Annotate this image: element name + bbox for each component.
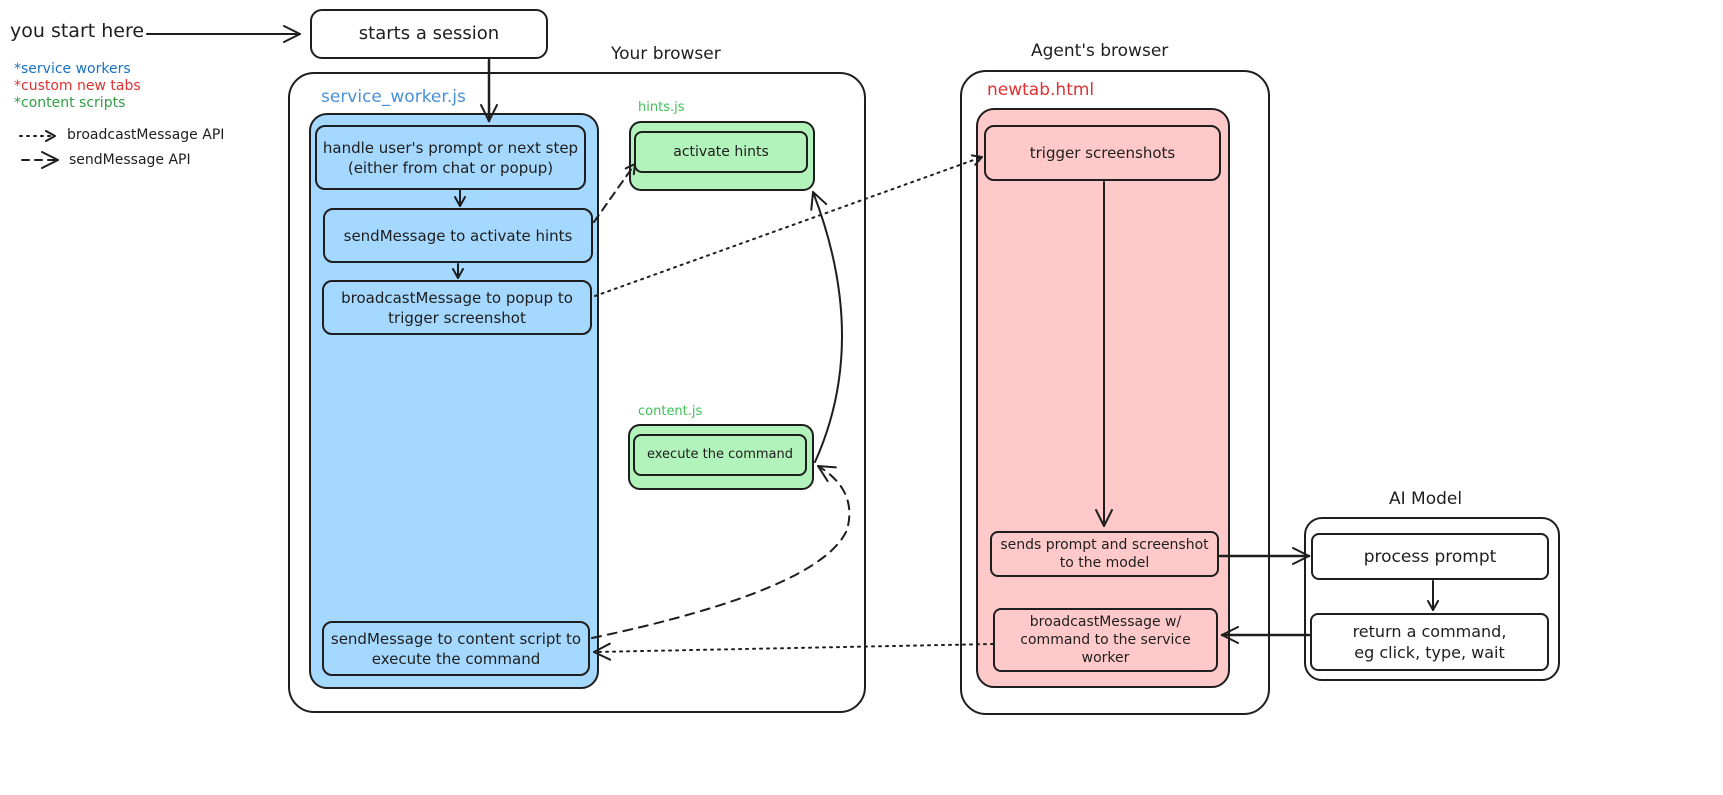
broadcast-command-line3: worker	[1081, 650, 1130, 666]
send-activate-hints-box: sendMessage to activate hints	[323, 208, 593, 263]
service-worker-panel	[309, 113, 599, 689]
starts-session-text: starts a session	[358, 23, 500, 44]
send-content-line1: sendMessage to content script to	[330, 629, 582, 648]
broadcast-command-line2: command to the service	[1020, 632, 1191, 648]
sends-prompt-line1: sends prompt and screenshot	[1000, 537, 1209, 553]
process-prompt-box: process prompt	[1311, 533, 1549, 580]
return-command-line1: return a command,	[1352, 622, 1507, 641]
process-prompt-text: process prompt	[1363, 546, 1497, 567]
ai-model-title: AI Model	[1389, 489, 1463, 509]
starts-session-box: starts a session	[310, 9, 548, 59]
activate-hints-box: activate hints	[634, 131, 808, 173]
content-js-label: content.js	[638, 404, 703, 419]
hints-js-label: hints.js	[638, 100, 685, 115]
legend-broadcast-api: broadcastMessage API	[67, 127, 225, 143]
agent-browser-container	[960, 70, 1270, 715]
legend-send-api: sendMessage API	[69, 152, 191, 168]
broadcast-command-box: broadcastMessage w/ command to the servi…	[993, 608, 1218, 672]
agent-browser-title: Agent's browser	[1031, 41, 1169, 61]
broadcast-popup-line1: broadcastMessage to popup to	[341, 288, 573, 307]
broadcast-popup-box: broadcastMessage to popup to trigger scr…	[322, 280, 592, 335]
broadcast-popup-line2: trigger screenshot	[388, 308, 526, 327]
handle-prompt-box: handle user's prompt or next step (eithe…	[315, 125, 586, 190]
activate-hints-text: activate hints	[673, 144, 769, 160]
sends-prompt-line2: to the model	[1059, 555, 1150, 571]
return-command-box: return a command, eg click, type, wait	[1310, 613, 1549, 671]
send-content-script-box: sendMessage to content script to execute…	[322, 621, 590, 676]
trigger-screenshots-text: trigger screenshots	[1029, 144, 1176, 162]
legend-service-workers: *service workers	[14, 61, 131, 77]
trigger-screenshots-box: trigger screenshots	[984, 125, 1221, 181]
newtab-label: newtab.html	[987, 80, 1095, 100]
send-activate-hints-text: sendMessage to activate hints	[343, 226, 573, 245]
newtab-panel	[976, 108, 1230, 688]
execute-command-box: execute the command	[633, 434, 807, 476]
broadcast-command-line1: broadcastMessage w/	[1029, 614, 1182, 630]
handle-prompt-line1: handle user's prompt or next step	[322, 138, 579, 157]
legend-content-scripts: *content scripts	[14, 95, 126, 111]
send-content-line2: execute the command	[371, 649, 541, 668]
you-start-here-label: you start here	[10, 20, 145, 42]
sends-prompt-box: sends prompt and screenshot to the model	[990, 531, 1219, 577]
your-browser-container	[288, 72, 866, 713]
service-worker-label: service_worker.js	[321, 87, 466, 107]
return-command-line2: eg click, type, wait	[1354, 643, 1505, 662]
legend-custom-new-tabs: *custom new tabs	[14, 78, 141, 94]
your-browser-title: Your browser	[611, 44, 721, 64]
handle-prompt-line2: (either from chat or popup)	[347, 158, 554, 177]
ai-model-container	[1304, 517, 1560, 681]
execute-command-text: execute the command	[646, 447, 794, 462]
